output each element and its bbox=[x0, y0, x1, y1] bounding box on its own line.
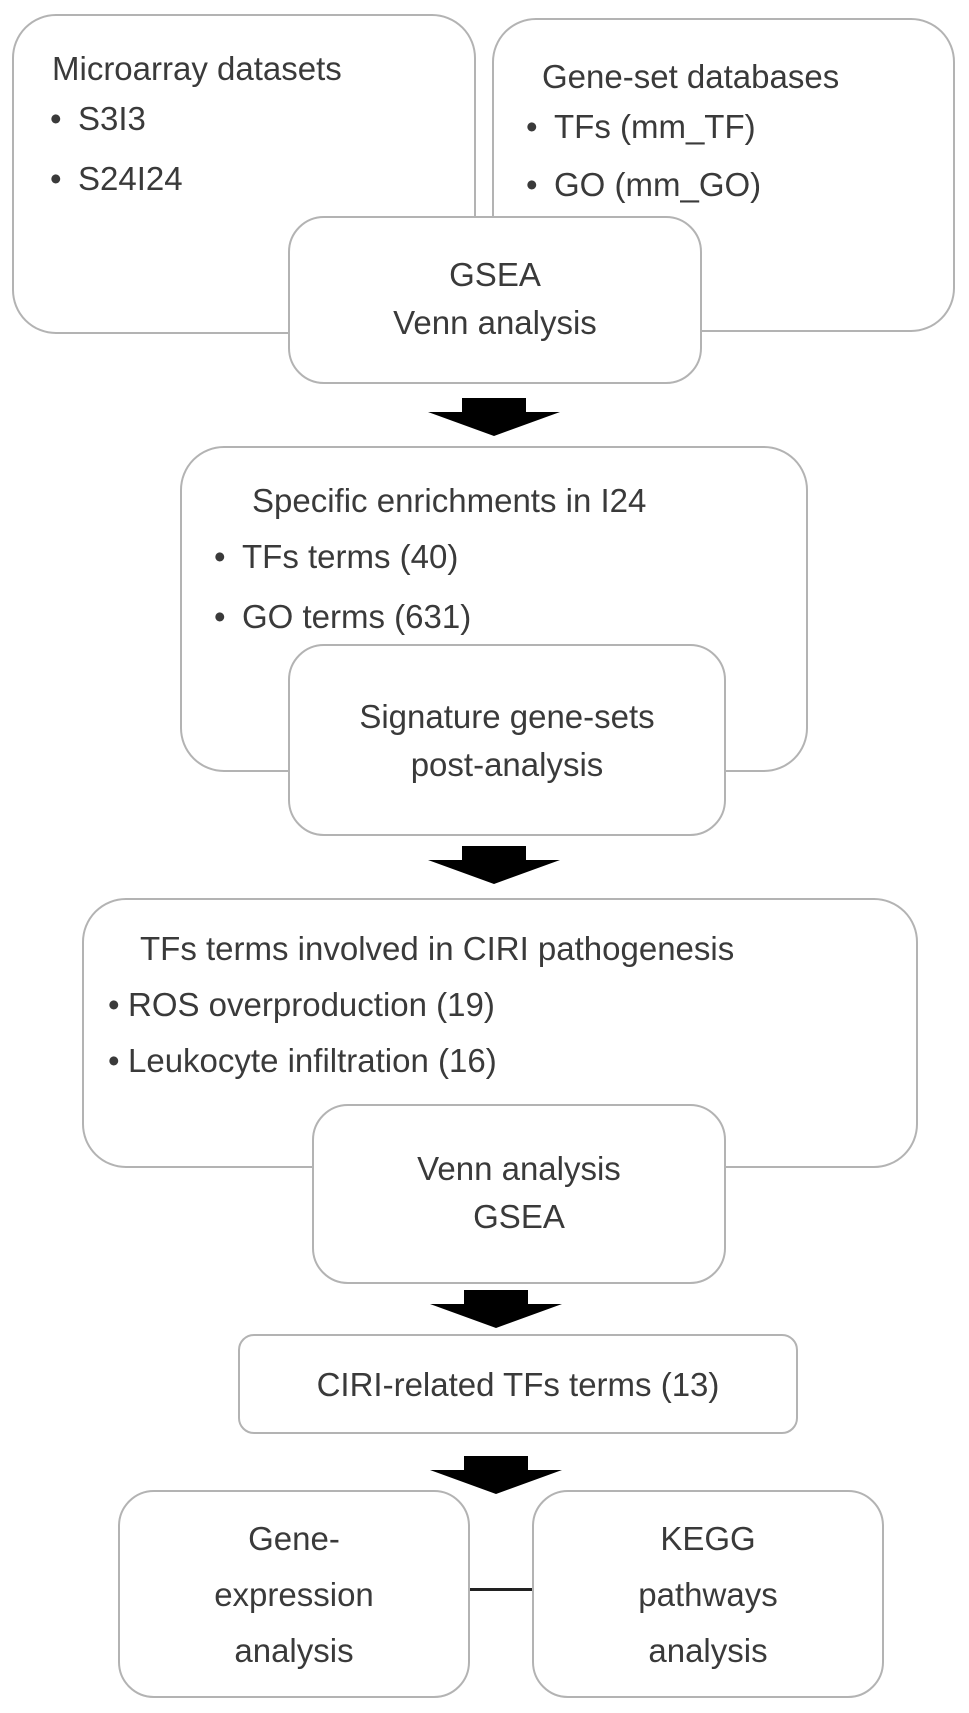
microarray-item: •S24I24 bbox=[50, 160, 183, 197]
step3-line2: GSEA bbox=[473, 1198, 565, 1235]
genesets-item: •TFs (mm_TF) bbox=[526, 108, 756, 145]
kegg-pathways-analysis-box: KEGG pathways analysis bbox=[532, 1490, 884, 1698]
signature-gene-sets-box: Signature gene-sets post-analysis bbox=[288, 644, 726, 836]
related-label: CIRI-related TFs terms (13) bbox=[316, 1366, 720, 1403]
geneexpr-line1: Gene- bbox=[248, 1520, 340, 1557]
geneexpr-line3: analysis bbox=[234, 1632, 354, 1669]
cirip-item: •Leukocyte infiltration (16) bbox=[108, 1042, 497, 1079]
down-arrow-icon bbox=[428, 846, 560, 884]
bullet-dot-icon: • bbox=[108, 1042, 120, 1079]
genesets-item: •GO (mm_GO) bbox=[526, 166, 762, 203]
enrich-item: •GO terms (631) bbox=[214, 598, 472, 635]
bullet-dot-icon: • bbox=[50, 100, 62, 137]
kegg-line2: pathways bbox=[638, 1576, 778, 1613]
step1-line1: GSEA bbox=[449, 256, 541, 293]
bullet-dot-icon: • bbox=[526, 166, 538, 203]
genesets-title: Gene-set databases bbox=[542, 58, 840, 95]
enrich-item: •TFs terms (40) bbox=[214, 538, 459, 575]
microarray-datasets-box: Microarray datasets •S3I3 •S24I24 bbox=[12, 14, 476, 334]
bullet-dot-icon: • bbox=[50, 160, 62, 197]
down-arrow-icon bbox=[430, 1456, 562, 1494]
down-arrow-icon bbox=[430, 1290, 562, 1328]
connector-line bbox=[470, 1588, 532, 1591]
bullet-dot-icon: • bbox=[526, 108, 538, 145]
geneexpr-line2: expression bbox=[214, 1576, 374, 1613]
cirip-item: •ROS overproduction (19) bbox=[108, 986, 495, 1023]
step3-line1: Venn analysis bbox=[417, 1150, 621, 1187]
step1-line2: Venn analysis bbox=[393, 304, 597, 341]
enrich-title: Specific enrichments in I24 bbox=[252, 482, 647, 519]
gene-expression-analysis-box: Gene- expression analysis bbox=[118, 1490, 470, 1698]
down-arrow-icon bbox=[428, 398, 560, 436]
ciri-related-tfs-box: CIRI-related TFs terms (13) bbox=[238, 1334, 798, 1434]
bullet-dot-icon: • bbox=[214, 598, 226, 635]
cirip-title: TFs terms involved in CIRI pathogenesis bbox=[140, 930, 735, 967]
venn-gsea-box: Venn analysis GSEA bbox=[312, 1104, 726, 1284]
step2-line2: post-analysis bbox=[410, 746, 604, 783]
step2-line1: Signature gene-sets bbox=[359, 698, 655, 735]
microarray-item: •S3I3 bbox=[50, 100, 146, 137]
kegg-line3: analysis bbox=[648, 1632, 768, 1669]
microarray-title: Microarray datasets bbox=[52, 50, 342, 87]
bullet-dot-icon: • bbox=[108, 986, 120, 1023]
gsea-venn-box: GSEA Venn analysis bbox=[288, 216, 702, 384]
kegg-line1: KEGG bbox=[660, 1520, 756, 1557]
bullet-dot-icon: • bbox=[214, 538, 226, 575]
